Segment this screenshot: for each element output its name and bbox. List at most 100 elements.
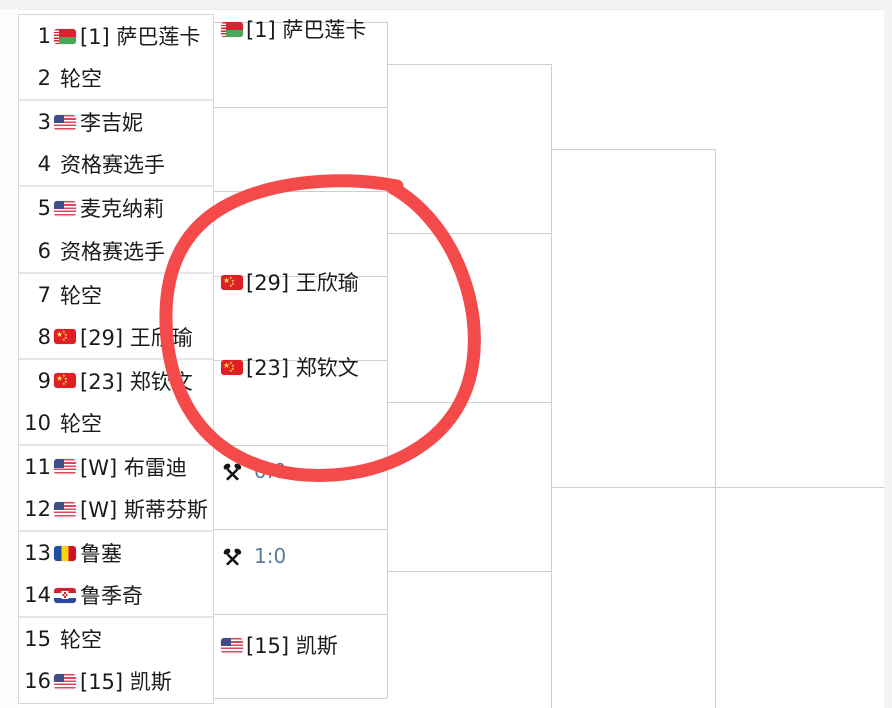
belarus-flag xyxy=(54,28,76,44)
draw-entry-number: 7 xyxy=(37,282,51,307)
draw-entry-name: [W] 布雷迪 xyxy=(80,455,187,480)
draw-entry-row[interactable]: 11 [W] 布雷迪 xyxy=(19,446,213,488)
draw-entry-number: 5 xyxy=(37,196,51,221)
usa-flag xyxy=(54,673,76,689)
round2-slot[interactable]: ★★★★★[23] 郑钦文 xyxy=(216,353,359,381)
draw-entry-name: 麦克纳莉 xyxy=(80,197,164,222)
romania-flag xyxy=(51,545,79,561)
round2-slot[interactable]: [1] 萨巴莲卡 xyxy=(216,15,366,43)
draw-entry-row[interactable]: 12 [W] 斯蒂芬斯 xyxy=(19,488,213,530)
draw-entry-number: 12 xyxy=(24,497,51,522)
usa-flag xyxy=(51,673,79,689)
draw-entry-row[interactable]: 16[15] 凯斯 xyxy=(19,660,213,702)
draw-entry-name: [1] 萨巴莲卡 xyxy=(80,25,201,50)
croatia-flag xyxy=(51,587,79,603)
draw-entry-number: 15 xyxy=(24,627,51,652)
draw-entry-row[interactable]: 9★★★★★[23] 郑钦文 xyxy=(19,360,213,402)
draw-entry-name: [W] 斯蒂芬斯 xyxy=(80,498,208,523)
draw-entry-row[interactable]: 1 [1] 萨巴莲卡 xyxy=(19,15,213,57)
crossed-rackets-icon xyxy=(221,546,243,566)
draw-entry-number: 13 xyxy=(24,541,51,566)
usa-flag xyxy=(54,200,76,216)
round3-cell-top xyxy=(387,64,551,65)
draw-entry-number: 16 xyxy=(24,669,51,694)
round2-slot-score: 1:0 xyxy=(254,544,287,568)
top-band xyxy=(0,0,892,10)
draw-entry-name: 鲁塞 xyxy=(80,542,122,567)
draw-entry-row[interactable]: 15 轮空 xyxy=(19,618,213,660)
round2-slot-name: [1] 萨巴莲卡 xyxy=(246,18,367,42)
round2-cell-top xyxy=(214,444,387,446)
usa-flag xyxy=(51,459,79,475)
china-flag: ★★★★★ xyxy=(221,274,243,290)
usa-flag xyxy=(51,200,79,216)
round2-slot[interactable]: 0:0 xyxy=(216,457,286,485)
round2-slot-name: [29] 王欣瑜 xyxy=(246,271,359,295)
china-flag: ★★★★★ xyxy=(54,373,76,389)
usa-flag xyxy=(51,114,79,130)
draw-entry-row[interactable]: 4 资格赛选手 xyxy=(19,143,213,185)
round3-cell-top xyxy=(387,233,551,234)
usa-flag xyxy=(221,637,243,653)
round2-slot[interactable]: ★★★★★[29] 王欣瑜 xyxy=(216,268,359,296)
left-gutter xyxy=(0,9,18,708)
belarus-flag xyxy=(51,28,79,44)
draw-entry-row[interactable]: 5 麦克纳莉 xyxy=(19,187,213,229)
draw-entry-name: 轮空 xyxy=(60,283,102,308)
draw-entry-row[interactable]: 8★★★★★[29] 王欣瑜 xyxy=(19,316,213,358)
draw-entry-row[interactable]: 14 鲁季奇 xyxy=(19,574,213,616)
romania-flag xyxy=(54,545,76,561)
draw-entry-name: 资格赛选手 xyxy=(60,153,165,178)
draw-pair: 11 [W] 布雷迪 12 [W] 斯蒂芬斯 xyxy=(19,446,213,533)
round2-cell-right xyxy=(387,613,388,698)
draw-entry-name: 轮空 xyxy=(60,628,102,653)
china-flag: ★★★★★ xyxy=(221,274,243,290)
draw-entry-row[interactable]: 7 轮空 xyxy=(19,274,213,316)
croatia-flag xyxy=(54,587,76,603)
belarus-flag xyxy=(221,21,243,37)
round2-slot[interactable]: [15] 凯斯 xyxy=(216,631,338,659)
round4-cell-top xyxy=(551,487,715,488)
round2-cell-top xyxy=(214,106,387,108)
crossed-rackets-icon xyxy=(221,461,243,481)
usa-flag xyxy=(54,501,76,517)
draw-entry-number: 11 xyxy=(24,454,51,479)
belarus-flag xyxy=(221,21,243,37)
round2-slot-name: [23] 郑钦文 xyxy=(246,356,359,380)
draw-entry-name: 李吉妮 xyxy=(80,111,143,136)
round2-cell-bottom xyxy=(214,698,387,699)
draw-entry-name: 鲁季奇 xyxy=(80,584,143,609)
draw-entry-number: 2 xyxy=(37,66,51,91)
round2-cell-top xyxy=(214,613,387,615)
round2-cell-right xyxy=(387,444,388,529)
draw-entry-number: 8 xyxy=(37,324,51,349)
draw-entry-number: 1 xyxy=(37,24,51,49)
round2-cell-right xyxy=(387,106,388,191)
round2-cell-top xyxy=(214,529,387,530)
draw-entry-number: 14 xyxy=(24,583,51,608)
draw-entry-number: 9 xyxy=(37,368,51,393)
draw-entry-name: 轮空 xyxy=(60,411,102,436)
draw-entry-row[interactable]: 13 鲁塞 xyxy=(19,532,213,574)
draw-entry-number: 4 xyxy=(37,152,51,177)
crossed-rackets-icon xyxy=(221,461,243,481)
round5-connector xyxy=(715,487,884,488)
china-flag: ★★★★★ xyxy=(221,359,243,375)
usa-flag xyxy=(54,114,76,130)
round2-slot[interactable]: 1:0 xyxy=(216,542,286,570)
round3-cell-right xyxy=(551,233,552,402)
china-flag: ★★★★★ xyxy=(51,329,79,345)
usa-flag xyxy=(221,637,243,653)
draw-pair: 13 鲁塞 14 鲁季奇 xyxy=(19,532,213,619)
